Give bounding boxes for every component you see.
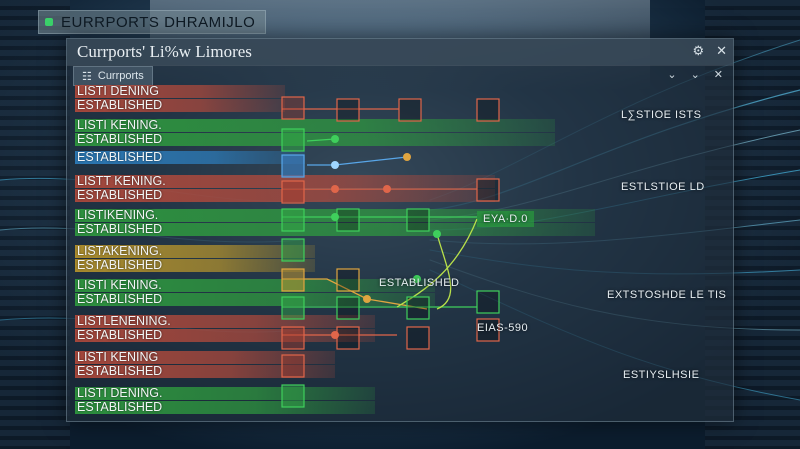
connection-row[interactable]: ESTABLISHED <box>75 99 285 112</box>
window-toolbar: ☷ Currports ⌄ ⌄ ✕ <box>67 65 733 86</box>
overlay-label: ESTABLISHED <box>379 277 460 289</box>
connection-row[interactable]: ESTABLISHED <box>75 329 375 342</box>
filter-icon: ☷ <box>82 70 92 83</box>
connection-row[interactable]: ESTABLISHED <box>75 189 495 202</box>
connection-row[interactable]: LISTI DENING <box>75 85 285 98</box>
connection-row[interactable]: LISTLENENING. <box>75 315 375 328</box>
window-titlebar[interactable]: Currports' Li%w Limores ⚙ ✕ <box>67 39 733 65</box>
connection-row[interactable]: LISTI KENING <box>75 351 335 364</box>
status-dot <box>45 18 53 26</box>
connection-row[interactable]: ESTABLISHED <box>75 259 315 272</box>
connection-state: LISTI DENING <box>77 84 159 98</box>
chevron-down-icon[interactable]: ⌄ <box>690 69 700 81</box>
connection-state: LISTAKENING. <box>77 244 163 258</box>
connection-row[interactable]: ESTABLISHED <box>75 293 435 306</box>
connection-state: ESTABLISHED <box>77 292 163 306</box>
connection-state: LISTI KENING. <box>77 118 162 132</box>
overlay-label: EIAS-590 <box>477 322 529 334</box>
connection-flow-graph <box>281 96 500 408</box>
settings-icon[interactable]: ⚙ <box>692 43 705 58</box>
close-icon[interactable]: ✕ <box>716 43 727 58</box>
connection-row[interactable]: ESTABLISHED <box>75 365 335 378</box>
connection-state: ESTABLISHED <box>77 188 163 202</box>
connection-state: LISTLENENING. <box>77 314 171 328</box>
connection-row[interactable]: LISTAKENING. <box>75 245 315 258</box>
connection-state: ESTABLISHED <box>77 222 163 236</box>
connection-row[interactable]: LISTI DENING. <box>75 387 375 400</box>
connection-state: LISTT KENING. <box>77 174 166 188</box>
overlay-label: ESTIYSLHSIE <box>623 369 700 381</box>
overlay-label: L∑STIOE ISTS <box>621 109 702 121</box>
tab-currports[interactable]: ☷ Currports <box>73 66 153 86</box>
window-title: Currports' Li%w Limores <box>77 42 252 61</box>
connection-state: ESTABLISHED <box>77 98 163 112</box>
connection-row[interactable]: ESTABLISHED <box>75 223 595 236</box>
connection-state: LISTI KENING. <box>77 278 162 292</box>
overlay-label: EXTSTOSHDE LE TIS <box>607 289 727 301</box>
chevron-down-icon[interactable]: ⌄ <box>667 69 677 81</box>
connection-state: LISTIKENING. <box>77 208 159 222</box>
connection-state: ESTABLISHED <box>77 132 163 146</box>
overlay-label: EYA∙D.0 <box>477 211 534 227</box>
currports-window[interactable]: Currports' Li%w Limores ⚙ ✕ ☷ Currports … <box>66 38 734 422</box>
connection-row[interactable]: LISTI KENING. <box>75 279 435 292</box>
connection-state: LISTI KENING <box>77 350 159 364</box>
connection-row[interactable]: ESTABLISHED <box>75 401 375 414</box>
connection-state: ESTABLISHED <box>77 364 163 378</box>
connection-state: ESTABLISHED <box>77 328 163 342</box>
connection-state: ESTABLISHED <box>77 150 163 164</box>
connection-row[interactable]: ESTABLISHED <box>75 133 555 146</box>
connection-state: ESTABLISHED <box>77 400 163 414</box>
app-title-badge: EURRPORTS DHRAMIJLO <box>38 10 266 34</box>
overlay-label: ESTLSTIOE LD <box>621 181 705 193</box>
tab-label: Currports <box>97 70 144 82</box>
close-icon[interactable]: ✕ <box>713 69 723 81</box>
app-title-text: EURRPORTS DHRAMIJLO <box>61 13 256 31</box>
server-rack-left <box>0 0 70 449</box>
connection-state: LISTI DENING. <box>77 386 163 400</box>
connection-state: ESTABLISHED <box>77 258 163 272</box>
connection-row[interactable]: LISTI KENING. <box>75 119 555 132</box>
connection-row[interactable]: ESTABLISHED <box>75 151 305 164</box>
